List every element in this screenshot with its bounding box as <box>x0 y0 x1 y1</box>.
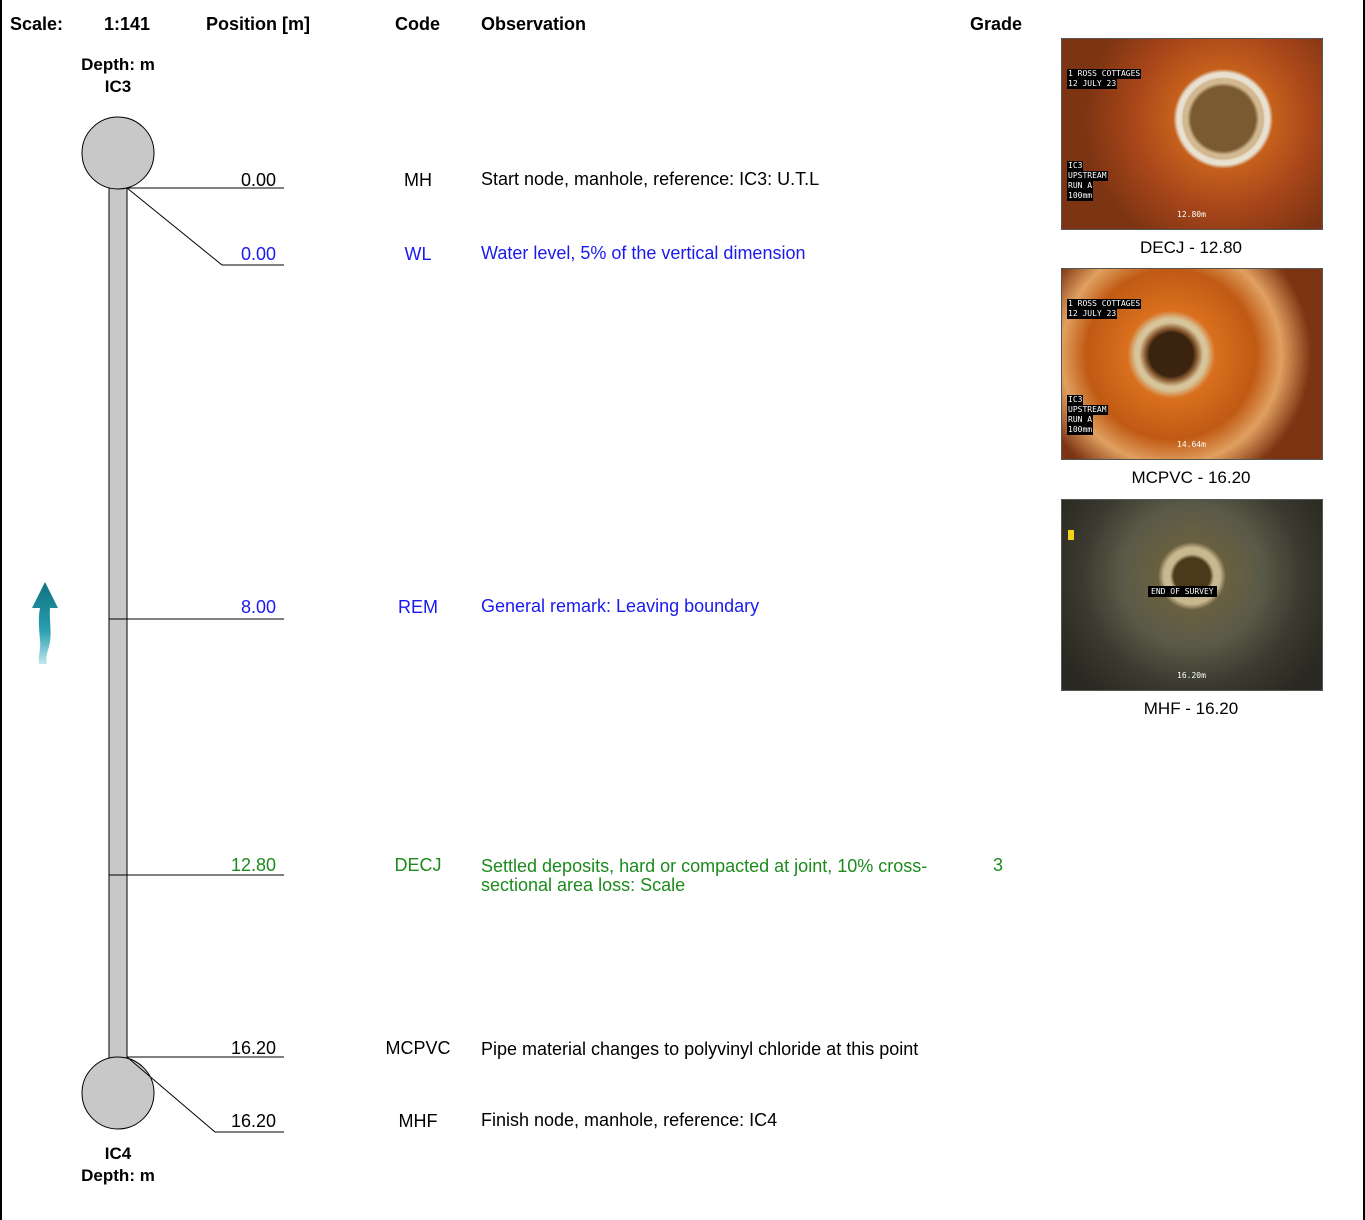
position-value: 0.00 <box>240 170 276 190</box>
position-value: 16.20 <box>230 1111 276 1131</box>
upstream-arrow-icon <box>32 582 58 664</box>
photo-caption-1: DECJ - 12.80 <box>1139 238 1243 257</box>
osd-distance: 16.20m <box>1177 671 1206 680</box>
position-value: 0.00 <box>240 244 276 264</box>
finish-node-name: IC4 <box>104 1144 132 1163</box>
start-node-name: IC3 <box>104 77 132 96</box>
osd-distance: 12.80m <box>1177 210 1206 219</box>
leader-mhf <box>126 1056 284 1133</box>
finish-depth-label: Depth: m <box>81 1166 155 1185</box>
observation-header: Observation <box>481 14 587 34</box>
start-manhole <box>81 116 155 190</box>
osd-end-of-survey: END OF SURVEY <box>1148 586 1217 597</box>
scale-value: 1:141 <box>104 14 151 34</box>
osd-marker <box>1068 530 1074 540</box>
pipe-body <box>108 187 128 1059</box>
code-value: MCPVC <box>385 1038 451 1058</box>
observation-text: Water level, 5% of the vertical dimensio… <box>481 243 806 263</box>
start-depth-label: Depth: m <box>81 55 155 74</box>
grade-header: Grade <box>970 14 1023 34</box>
code-value: MHF <box>398 1111 438 1131</box>
code-value: MH <box>404 170 432 190</box>
code-header: Code <box>395 14 440 34</box>
observation-text: Finish node, manhole, reference: IC4 <box>481 1110 778 1130</box>
leader-wl <box>126 187 284 266</box>
grade-value: 3 <box>992 855 1003 875</box>
position-header: Position [m] <box>206 14 310 34</box>
observation-text: General remark: Leaving boundary <box>481 596 760 616</box>
position-value: 8.00 <box>240 597 276 617</box>
cctv-photo-3[interactable]: END OF SURVEY 16.20m <box>1061 499 1323 691</box>
photo-caption-2: MCPVC - 16.20 <box>1131 468 1251 487</box>
observation-text: Pipe material changes to polyvinyl chlor… <box>481 1039 919 1059</box>
code-value: DECJ <box>394 855 442 875</box>
finish-manhole <box>81 1056 155 1130</box>
observation-text: Start node, manhole, reference: IC3: U.T… <box>481 169 820 189</box>
left-border <box>0 0 2 1220</box>
position-value: 16.20 <box>230 1038 276 1058</box>
photo-caption-3: MHF - 16.20 <box>1143 699 1239 718</box>
scale-label: Scale: <box>10 14 64 34</box>
code-value: WL <box>404 244 432 264</box>
code-value: REM <box>398 597 438 617</box>
position-value: 12.80 <box>230 855 276 875</box>
right-border <box>1363 0 1365 1220</box>
pipe-diagram <box>32 116 284 1133</box>
osd-distance: 14.64m <box>1177 440 1206 449</box>
observation-text: Settled deposits, hard or compacted at j… <box>481 856 928 895</box>
